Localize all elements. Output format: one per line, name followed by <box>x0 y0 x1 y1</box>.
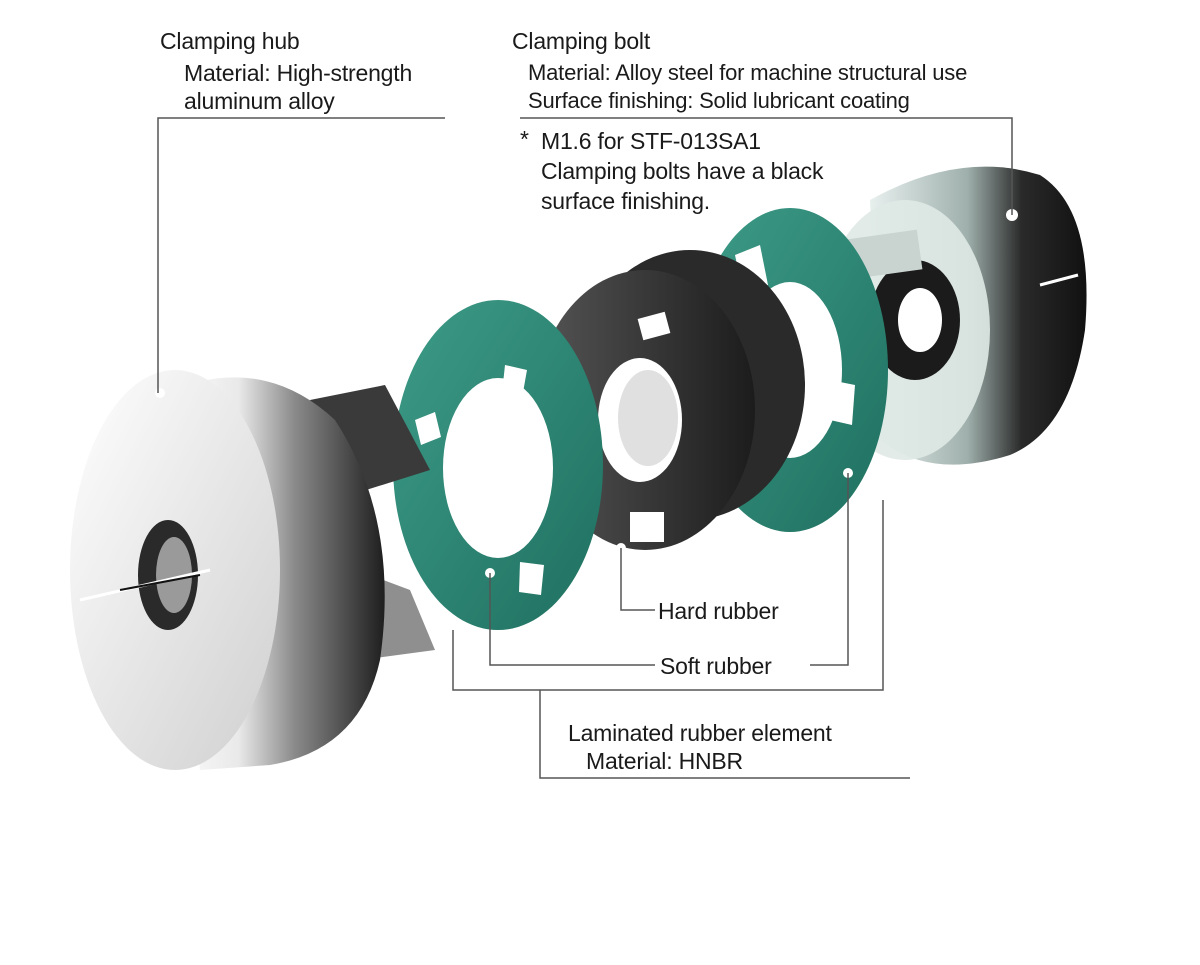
element-bracket-line <box>452 500 884 691</box>
soft-rubber-left-leader-line <box>489 573 655 666</box>
hard-rubber-label: Hard rubber <box>658 598 779 624</box>
element-title: Laminated rubber element <box>568 720 832 746</box>
bolt-note-mark: * <box>520 126 529 152</box>
hub-leader-line <box>157 117 445 393</box>
hub-title: Clamping hub <box>160 28 300 54</box>
bolt-material: Material: Alloy steel for machine struct… <box>528 60 968 85</box>
soft-rubber-label: Soft rubber <box>660 653 772 679</box>
soft-rubber-right-leader-line <box>810 473 849 666</box>
hard-rubber-disc <box>535 250 805 553</box>
bolt-note-line2: Clamping bolts have a black <box>541 158 824 184</box>
bolt-finish: Surface finishing: Solid lubricant coati… <box>528 88 910 113</box>
element-leader-line <box>539 690 910 779</box>
hub-material: Material: High-strength <box>184 60 413 86</box>
bolt-note-line1: M1.6 for STF-013SA1 <box>541 128 761 154</box>
element-material: Material: HNBR <box>586 748 743 774</box>
hard-rubber-leader-line <box>620 548 655 611</box>
left-clamping-hub <box>70 370 435 770</box>
bolt-leader-line <box>520 117 1013 215</box>
left-soft-rubber-disc <box>393 300 603 630</box>
hub-material-line2: aluminum alloy <box>184 88 335 114</box>
leader-lines <box>157 117 1013 779</box>
bolt-note-line3: surface finishing. <box>541 188 710 214</box>
bolt-title: Clamping bolt <box>512 28 651 54</box>
